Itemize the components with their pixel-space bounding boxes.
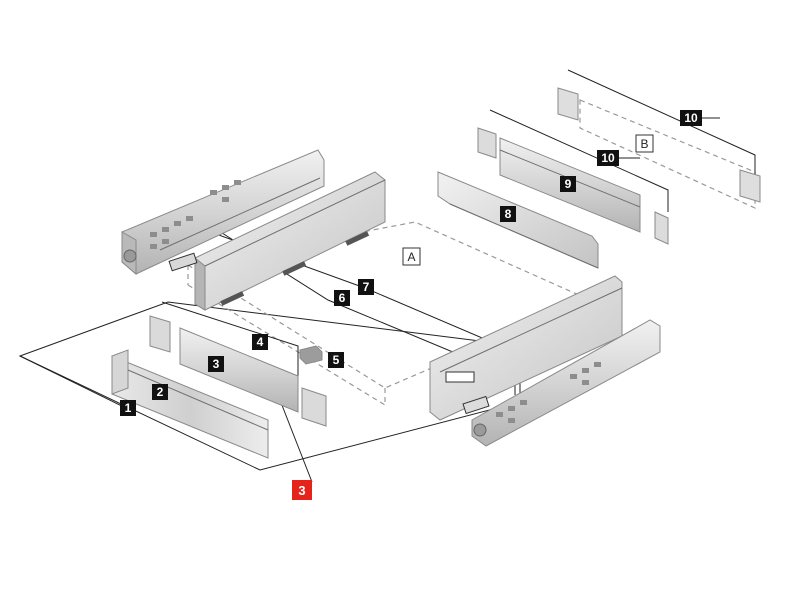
label-part-2: 2 bbox=[152, 384, 168, 400]
leader-lines bbox=[19, 69, 756, 483]
label-part-5: 5 bbox=[328, 352, 344, 368]
label-area-a: A bbox=[402, 247, 421, 266]
left-runner bbox=[121, 149, 325, 276]
back-connectors-10 bbox=[557, 87, 761, 203]
label-part-1: 1 bbox=[120, 400, 136, 416]
svg-text:10: 10 bbox=[601, 151, 615, 165]
right-drawer-side-front bbox=[429, 275, 623, 421]
highlight-part-3: 3 bbox=[292, 480, 312, 500]
svg-text:5: 5 bbox=[333, 353, 340, 367]
label-part-4: 4 bbox=[252, 334, 268, 350]
svg-text:A: A bbox=[407, 250, 415, 264]
front-inner-panel-part-3 bbox=[149, 315, 327, 427]
back-panel-area-b bbox=[579, 99, 756, 209]
svg-text:4: 4 bbox=[257, 335, 264, 349]
label-part-8: 8 bbox=[500, 206, 516, 222]
left-drawer-side bbox=[168, 171, 386, 311]
part-5-clip bbox=[299, 345, 323, 365]
svg-text:7: 7 bbox=[363, 280, 370, 294]
svg-text:6: 6 bbox=[339, 291, 346, 305]
svg-text:3: 3 bbox=[298, 483, 305, 498]
base-a-edge-front bbox=[187, 284, 386, 406]
label-part-9: 9 bbox=[560, 176, 576, 192]
svg-text:3: 3 bbox=[213, 357, 220, 371]
svg-text:1: 1 bbox=[125, 401, 132, 415]
svg-text:9: 9 bbox=[565, 177, 572, 191]
front-panel-part-2 bbox=[111, 349, 269, 459]
label-part-3: 3 bbox=[208, 356, 224, 372]
svg-text:10: 10 bbox=[684, 111, 698, 125]
right-runner bbox=[471, 319, 661, 447]
svg-text:B: B bbox=[640, 137, 648, 151]
label-part-10-mid: 10 bbox=[597, 150, 619, 166]
label-part-6: 6 bbox=[334, 290, 350, 306]
svg-text:2: 2 bbox=[157, 385, 164, 399]
label-part-7: 7 bbox=[358, 279, 374, 295]
svg-text:8: 8 bbox=[505, 207, 512, 221]
right-drawer-side-top bbox=[437, 171, 599, 269]
label-part-10-top: 10 bbox=[680, 110, 702, 126]
label-area-b: B bbox=[635, 134, 654, 153]
